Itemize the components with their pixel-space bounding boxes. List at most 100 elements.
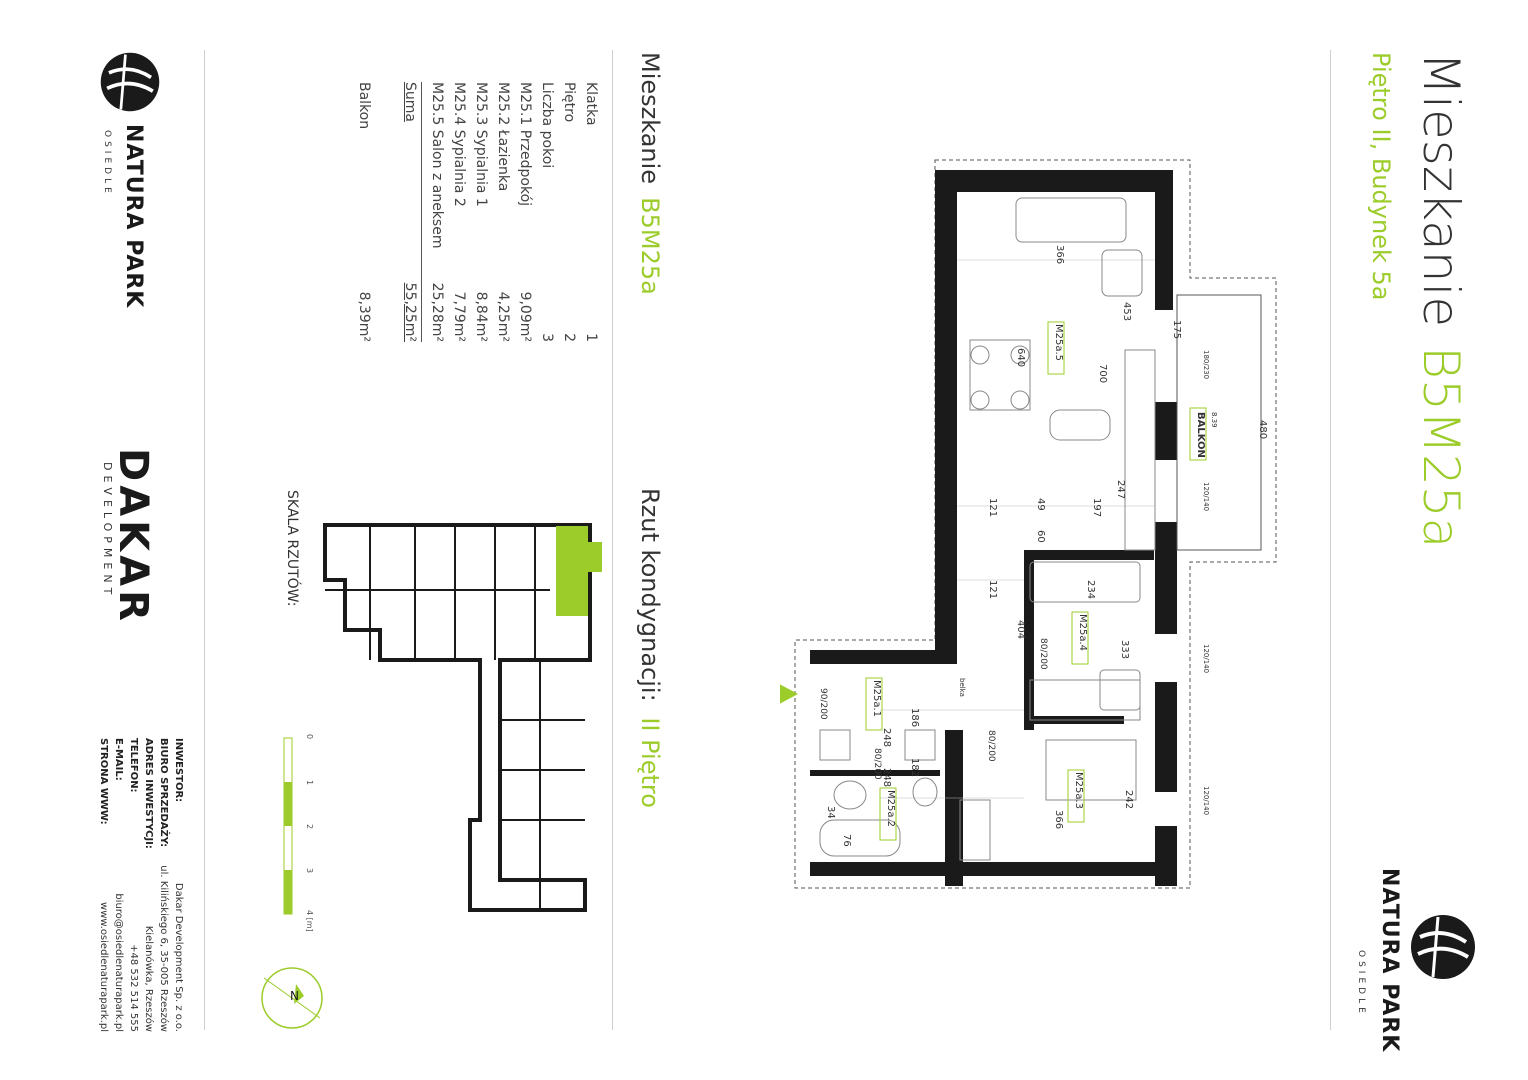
summary-heading-prefix: Mieszkanie <box>636 52 664 185</box>
window-label: 120/140 <box>1202 644 1210 674</box>
dimension-label: 404 <box>1015 620 1026 640</box>
dimension-label: 366 <box>1053 810 1064 830</box>
svg-text:N: N <box>290 989 299 1003</box>
developer-tagline: DEVELOPMENT <box>101 462 114 600</box>
dimension-label: 248 <box>881 768 892 788</box>
contact-email[interactable]: biuro@osiedlenaturapark.pl <box>113 893 124 1032</box>
leaf-logo-icon <box>100 52 160 112</box>
dimension-label: 242 <box>1123 790 1134 810</box>
dimension-label: 175 <box>1171 320 1182 340</box>
scale-tick: 1 <box>305 780 314 786</box>
room-label-m25a3: M25a.3 <box>1073 772 1084 810</box>
door-label: 80/200 <box>872 748 882 780</box>
key-plan-svg <box>323 523 602 912</box>
beam-label: belka <box>958 678 966 697</box>
divider-left-a <box>204 50 205 1030</box>
brand-name-right: NATURA PARK <box>1377 868 1402 1053</box>
dimension-label: 453 <box>1121 302 1132 322</box>
floorplan-heading: Rzut kondygnacji: II Piętro <box>636 488 664 808</box>
room-label-m25a2: M25a.2 <box>885 790 896 828</box>
room-label-m25a4: M25a.4 <box>1077 614 1088 652</box>
dimension-label: 366 <box>1054 245 1065 265</box>
dimension-label: 121 <box>987 498 998 518</box>
contact-label: E-MAIL: <box>113 738 124 781</box>
dimension-label: 60 <box>1035 530 1046 543</box>
divider-right <box>1330 50 1331 1030</box>
contact-phone[interactable]: +48 532 514 555 <box>128 944 139 1032</box>
contact-investor: Dakar Development Sp. z o.o. <box>173 882 184 1032</box>
contact-label: ADRES INWESTYCJI: <box>143 738 154 849</box>
brand-tagline-left: OSIEDLE <box>102 130 112 197</box>
room-label-m25a1: M25a.1 <box>871 680 882 718</box>
window-label: 120/140 <box>1202 786 1210 816</box>
room-label-m25a5: M25a.5 <box>1053 324 1064 362</box>
title-prefix: Mieszkanie <box>1412 52 1470 328</box>
scale-bar <box>278 736 318 916</box>
dimension-label: 76 <box>841 834 852 847</box>
window-label: 180/230 <box>1202 350 1210 380</box>
balcony-area: 8.39 <box>1210 412 1218 428</box>
brand-logo-right <box>1408 912 1478 982</box>
scale-tick: 2 <box>305 824 314 830</box>
floorplan-heading-prefix: Rzut kondygnacji: <box>636 488 664 702</box>
summary-heading-code: B5M25a <box>636 197 664 295</box>
contact-label: INWESTOR: <box>173 738 184 803</box>
dimension-label: 197 <box>1091 498 1102 518</box>
contact-values: Dakar Development Sp. z o.o. ul. Kilińsk… <box>96 862 186 1032</box>
floor-plan: M25a.5 M25a.4 M25a.3 M25a.2 M25a.1 BALKO… <box>768 150 1300 910</box>
dimension-label: 640 <box>1015 348 1026 368</box>
building-key-plan <box>320 520 610 920</box>
brand-logo-left <box>98 50 162 114</box>
dimension-label: 186 <box>909 708 920 728</box>
scale-tick: 4 [m] <box>305 910 314 932</box>
dimension-label: 121 <box>987 580 998 600</box>
contact-label: STRONA WWW: <box>98 738 109 825</box>
divider-left-b <box>612 50 613 1030</box>
developer-name: DAKAR <box>110 448 156 625</box>
contact-office: ul. Kilińskiego 6, 35-005 Rzeszów <box>158 865 169 1032</box>
contact-address: Kielanówka, Rzeszów <box>143 925 154 1032</box>
floorplan-heading-level: II Piętro <box>636 717 664 808</box>
door-label: 90/200 <box>818 688 828 720</box>
leaf-logo-icon <box>1411 915 1475 979</box>
dimension-label: 333 <box>1119 640 1130 660</box>
dimension-label: 49 <box>1035 498 1046 511</box>
door-label: 80/200 <box>1038 638 1048 670</box>
scale-tick: 3 <box>305 868 314 874</box>
dimension-label: 247 <box>1115 480 1126 500</box>
scale-bar-svg <box>283 737 293 915</box>
dimension-label: 248 <box>881 728 892 748</box>
contact-label: BIURO SPRZEDAŻY: <box>158 738 169 848</box>
dimension-label: 182 <box>909 758 920 778</box>
brand-name-left: NATURA PARK <box>121 124 146 309</box>
dimension-label: 700 <box>1097 364 1108 384</box>
balcony-label: BALKON <box>1195 412 1206 458</box>
brand-tagline-right: OSIEDLE <box>1356 950 1366 1017</box>
contact-labels: INWESTOR: BIURO SPRZEDAŻY: ADRES INWESTY… <box>96 738 186 849</box>
window-label: 120/140 <box>1202 482 1210 512</box>
scale-heading: SKALA RZUTÓW: <box>284 490 300 607</box>
summary-heading: Mieszkanie B5M25a <box>636 52 664 295</box>
contact-label: TELEFON: <box>128 738 139 793</box>
floor-plan-svg <box>768 159 1277 889</box>
north-arrow: N <box>260 966 324 1030</box>
title-code: B5M25a <box>1412 346 1470 549</box>
title-block: Mieszkanie B5M25a <box>1412 52 1470 548</box>
dimension-label: 480 <box>1257 420 1268 440</box>
door-label: 80/200 <box>986 730 996 762</box>
compass-icon: N <box>261 967 323 1029</box>
contact-website[interactable]: www.osiedlenaturapark.pl <box>98 902 109 1032</box>
title-subtitle: Piętro II, Budynek 5a <box>1367 52 1395 301</box>
scale-tick: 0 <box>305 734 314 740</box>
